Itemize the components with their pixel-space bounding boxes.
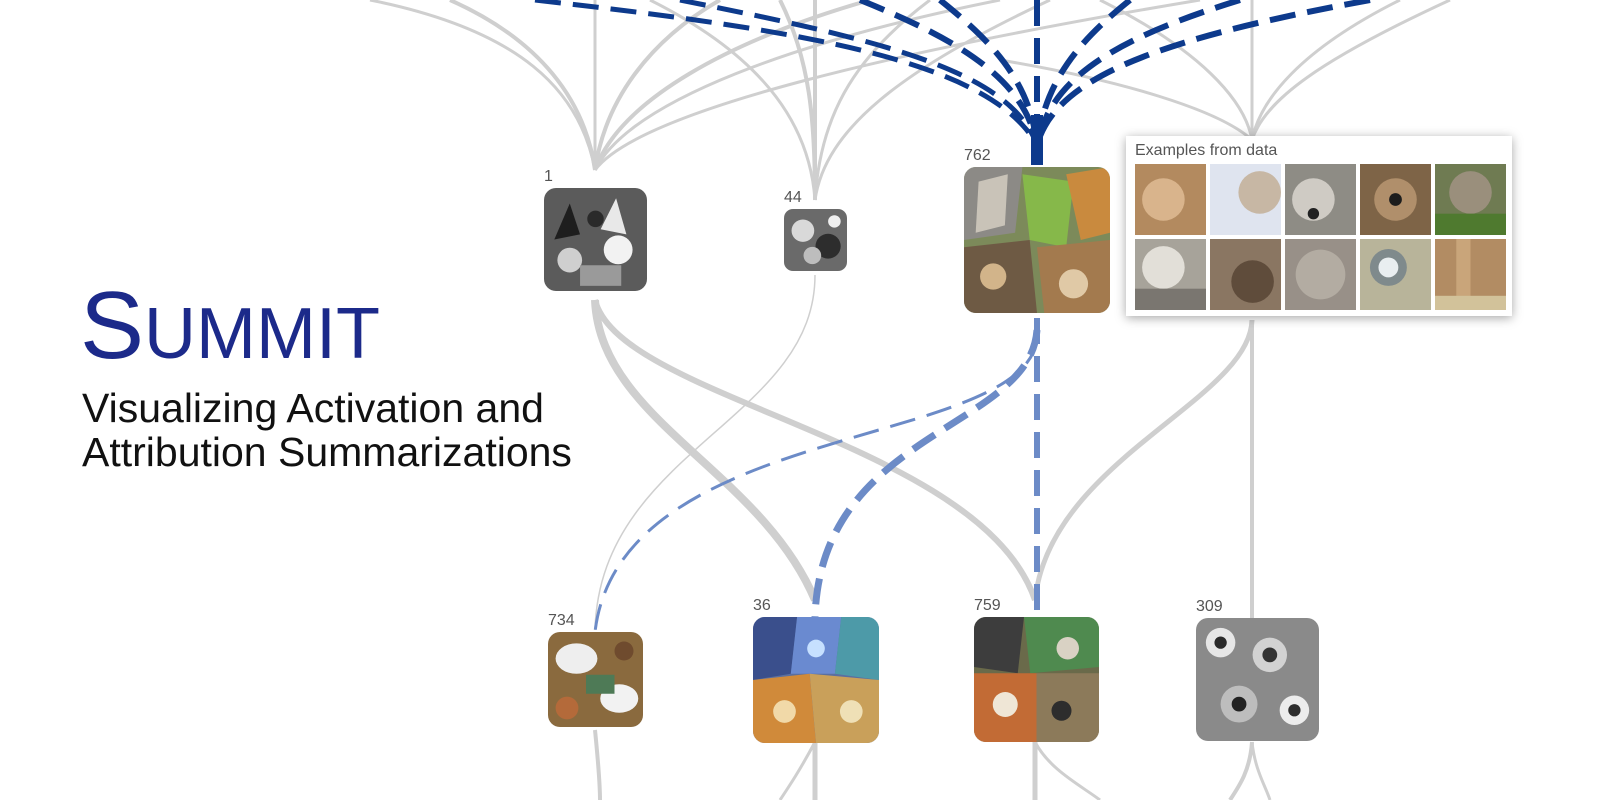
leg-grass-photo-icon <box>1435 239 1506 310</box>
wolf-nose-photo-icon <box>1360 164 1431 235</box>
node-label-759: 759 <box>974 597 1001 614</box>
node-1[interactable] <box>544 188 647 291</box>
example-image-9[interactable] <box>1360 239 1431 310</box>
example-image-5[interactable] <box>1435 164 1506 235</box>
node-label-762: 762 <box>964 147 991 164</box>
node-309[interactable] <box>1196 618 1319 741</box>
node-762[interactable] <box>964 167 1110 313</box>
grayscale-dog-faces-icon <box>544 188 647 291</box>
gray-fur-photo-icon <box>1285 239 1356 310</box>
example-image-7[interactable] <box>1210 239 1281 310</box>
node-label-1: 1 <box>544 168 553 185</box>
wolf-field-photo-icon <box>1360 239 1431 310</box>
wolf-grass-photo-icon <box>1435 164 1506 235</box>
node-label-309: 309 <box>1196 598 1223 615</box>
node-36[interactable] <box>753 617 879 743</box>
popup-title: Examples from data <box>1135 142 1278 159</box>
node-44[interactable] <box>784 209 847 271</box>
wolf-coyote-feature-icon <box>964 167 1110 313</box>
gray-edges <box>369 0 1451 800</box>
node-label-44: 44 <box>784 189 802 206</box>
examples-popup: Examples from data <box>1126 136 1512 316</box>
examples-grid <box>1135 164 1506 310</box>
subtitle-line-1: Visualizing Activation and <box>82 385 544 431</box>
colorful-fox-faces-icon <box>753 617 879 743</box>
example-image-8[interactable] <box>1285 239 1356 310</box>
gray-wolf-photo-icon <box>1285 164 1356 235</box>
example-image-1[interactable] <box>1135 164 1206 235</box>
example-image-4[interactable] <box>1360 164 1431 235</box>
wolf-faces-feature-icon <box>974 617 1099 742</box>
borzoi-dog-feature-icon <box>548 632 643 727</box>
dark-blue-attribution-edges <box>534 0 1371 147</box>
example-image-10[interactable] <box>1435 239 1506 310</box>
white-wolf-photo-icon <box>1135 239 1206 310</box>
coyote-photo-icon <box>1135 164 1206 235</box>
grayscale-texture-icon <box>1196 618 1319 741</box>
node-label-36: 36 <box>753 597 771 614</box>
node-label-734: 734 <box>548 612 575 629</box>
brown-fur-photo-icon <box>1210 239 1281 310</box>
example-image-6[interactable] <box>1135 239 1206 310</box>
node-759[interactable] <box>974 617 1099 742</box>
node-734[interactable] <box>548 632 643 727</box>
app-subtitle: Visualizing Activation and Attribution S… <box>82 386 642 474</box>
grayscale-small-feature-icon <box>784 209 847 271</box>
example-image-3[interactable] <box>1285 164 1356 235</box>
subtitle-line-2: Attribution Summarizations <box>82 429 572 475</box>
example-image-2[interactable] <box>1210 164 1281 235</box>
pale-fur-photo-icon <box>1210 164 1281 235</box>
app-title: SUMMIT <box>80 272 380 379</box>
light-blue-attribution-edges <box>593 318 1041 633</box>
